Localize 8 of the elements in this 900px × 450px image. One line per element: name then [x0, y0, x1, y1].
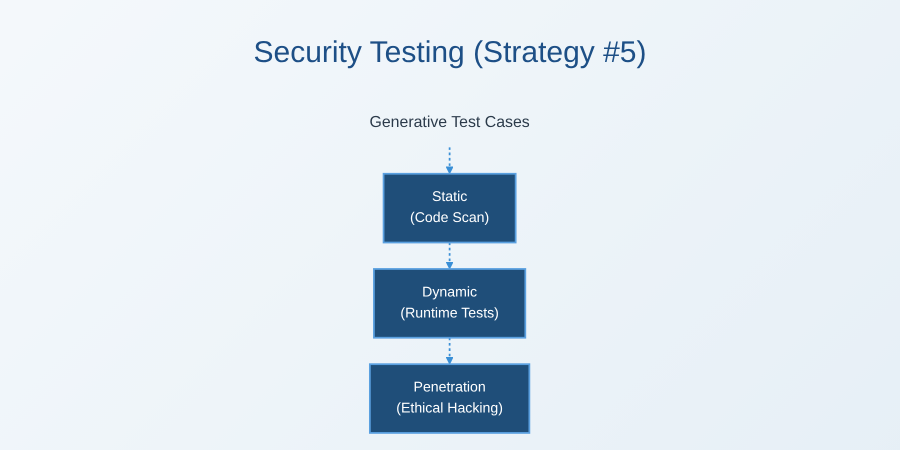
diagram-title: Security Testing (Strategy #5): [254, 36, 646, 70]
arrow: [446, 242, 454, 270]
arrow: [446, 147, 454, 174]
node-text: Generative Test Cases: [370, 112, 530, 131]
node-box: Penetration (Ethical Hacking): [369, 363, 531, 434]
node-box: Static (Code Scan): [383, 172, 517, 244]
node-box: Dynamic (Runtime Tests): [373, 268, 527, 339]
arrow: [446, 338, 454, 365]
